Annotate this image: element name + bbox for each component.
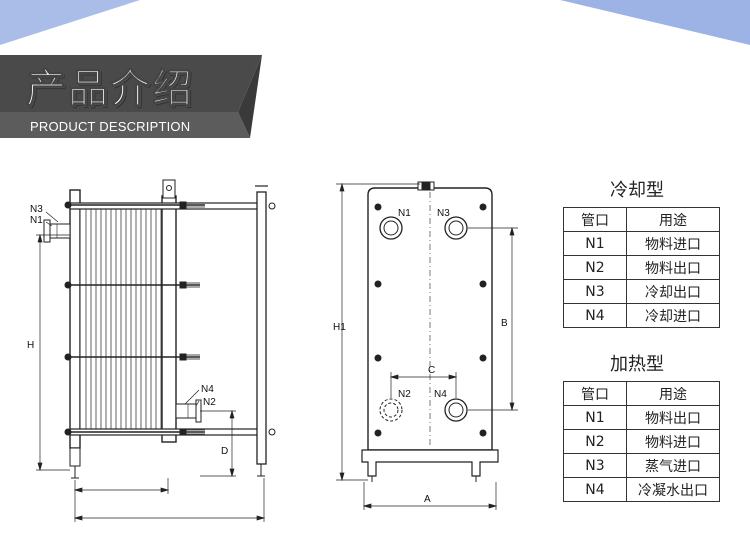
table-row: N1 物料进口 [563,231,720,256]
table-header-row: 管口 用途 [563,381,720,406]
column-bolt-icon [268,428,276,436]
header-port: 管口 [563,207,627,232]
pressure-plate [161,195,177,443]
left-foot [69,447,81,467]
bottom-dimensions [73,478,266,522]
label-h: H [27,340,34,351]
dimension-c [389,372,458,398]
label-n4-front: N4 [434,389,447,400]
label-n1-side: N1 [30,215,43,226]
side-view [36,179,276,522]
top-lug-icon [421,182,431,190]
label-n2-front: N2 [398,389,411,400]
label-c: C [428,365,435,376]
nozzle-n2 [175,403,197,419]
port-cell: N3 [563,453,627,478]
port-n4 [444,398,468,422]
table-row: N4 冷却进口 [563,303,720,328]
header-usage: 用途 [626,207,720,232]
column-bolt-icon [268,202,276,210]
title-banner [0,55,262,112]
pressure-plate-top [162,179,176,199]
label-n4-side: N4 [201,384,214,395]
front-legs [361,449,499,477]
heating-table: 管口 用途 N1 物料出口 N2 物料进口 N3 蒸气进口 N4 冷凝水出口 [563,381,720,502]
page-title: 产品介绍 [26,66,194,113]
plate-lines [85,206,167,432]
dimension-h [36,233,70,472]
usage-cell: 冷凝水出口 [626,477,720,502]
subtitle-banner [0,112,250,138]
port-cell: N1 [563,405,627,430]
dimension-a [362,482,498,510]
port-cell: N4 [563,477,627,502]
port-n2 [379,398,403,422]
front-view [336,181,518,510]
header-usage: 用途 [626,381,720,406]
port-cell: N1 [563,231,627,256]
label-n1-front: N1 [398,208,411,219]
label-b: B [501,318,508,329]
port-cell: N4 [563,303,627,328]
label-a: A [424,494,431,505]
table-row: N1 物料出口 [563,405,720,430]
cooling-title: 冷却型 [610,180,664,201]
port-n3 [444,216,468,240]
usage-cell: 物料进口 [626,231,720,256]
banner-fold [238,55,262,138]
corner-triangle-right [560,0,750,45]
top-guide-bar [69,202,266,210]
heating-title: 加热型 [610,354,664,375]
cooling-table: 管口 用途 N1 物料进口 N2 物料出口 N3 冷却出口 N4 冷却进口 [563,207,720,328]
table-header-row: 管口 用途 [563,207,720,232]
table-row: N2 物料进口 [563,429,720,454]
label-n3-side: N3 [30,204,43,215]
nozzle-n1 [49,223,71,239]
port-cell: N3 [563,279,627,304]
port-cell: N2 [563,429,627,454]
dimension-b [468,226,518,412]
table-row: N2 物料出口 [563,255,720,280]
usage-cell: 物料出口 [626,405,720,430]
table-row: N3 蒸气进口 [563,453,720,478]
dimension-d [200,409,236,478]
table-row: N3 冷却出口 [563,279,720,304]
dimension-h1 [336,182,420,482]
corner-triangle-left [0,0,140,45]
header-port: 管口 [563,381,627,406]
frame-bolts [374,203,487,437]
label-n3-front: N3 [437,208,450,219]
label-n2-side: N2 [203,397,216,408]
support-column [256,191,267,465]
port-n1 [379,216,403,240]
label-h1: H1 [333,322,346,333]
bolt-threads [186,202,205,435]
usage-cell: 冷却进口 [626,303,720,328]
roller-icon [166,185,172,191]
nozzle-n1-flange [43,219,51,243]
table-row: N4 冷凝水出口 [563,477,720,502]
bolt-nuts [64,201,187,436]
usage-cell: 蒸气进口 [626,453,720,478]
usage-cell: 物料进口 [626,429,720,454]
page-subtitle: PRODUCT DESCRIPTION [30,119,191,134]
label-d: D [221,446,228,457]
fixed-frame-plate [69,189,81,449]
usage-cell: 物料出口 [626,255,720,280]
port-cell: N2 [563,255,627,280]
usage-cell: 冷却出口 [626,279,720,304]
